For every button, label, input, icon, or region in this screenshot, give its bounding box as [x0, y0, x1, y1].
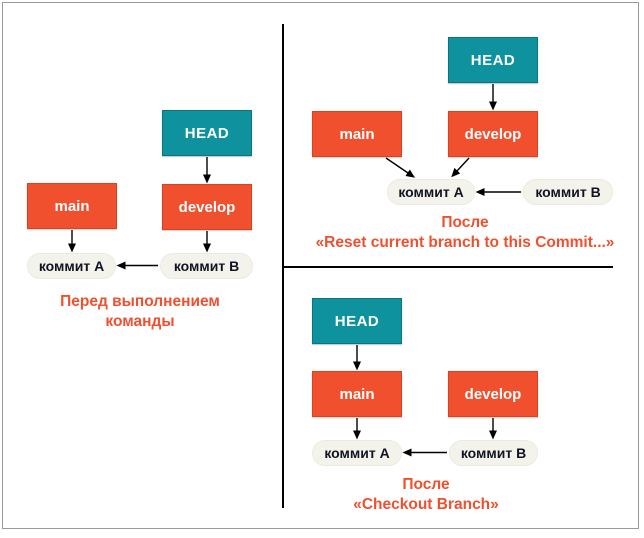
caption-after-checkout-line1: После — [402, 476, 450, 493]
commit-a-pill-before: коммит A — [27, 253, 116, 279]
commit-b-pill-before: коммит B — [160, 253, 253, 279]
caption-before-line1: Перед выполнением — [60, 293, 220, 310]
caption-before: Перед выполнением команды — [20, 292, 260, 332]
caption-after-reset-line2: «Reset current branch to this Commit...» — [315, 234, 615, 251]
main-branch-box-checkout: main — [312, 371, 402, 417]
head-box-before: HEAD — [162, 110, 252, 156]
horizontal-divider — [282, 266, 613, 268]
commit-b-pill-checkout: коммит B — [449, 440, 538, 466]
head-box-checkout: HEAD — [312, 298, 402, 344]
commit-a-pill-checkout: коммит A — [312, 440, 402, 466]
commit-a-pill-reset: коммит A — [387, 179, 475, 205]
develop-branch-box-reset: develop — [448, 111, 538, 157]
head-box-reset: HEAD — [448, 37, 538, 83]
caption-after-checkout: После «Checkout Branch» — [306, 475, 546, 515]
caption-after-reset-line1: После — [441, 214, 489, 231]
main-branch-box-reset: main — [312, 111, 402, 157]
develop-branch-box-before: develop — [162, 184, 252, 230]
commit-b-pill-reset: коммит B — [523, 179, 613, 205]
arrow-develop-to-commit-a-reset — [451, 157, 470, 178]
caption-before-line2: команды — [105, 313, 175, 330]
caption-after-reset: После «Reset current branch to this Comm… — [290, 213, 640, 253]
arrow-main-to-commit-a-reset — [385, 157, 416, 178]
caption-after-checkout-line2: «Checkout Branch» — [353, 496, 499, 513]
main-branch-box-before: main — [27, 183, 117, 229]
develop-branch-box-checkout: develop — [448, 371, 538, 417]
